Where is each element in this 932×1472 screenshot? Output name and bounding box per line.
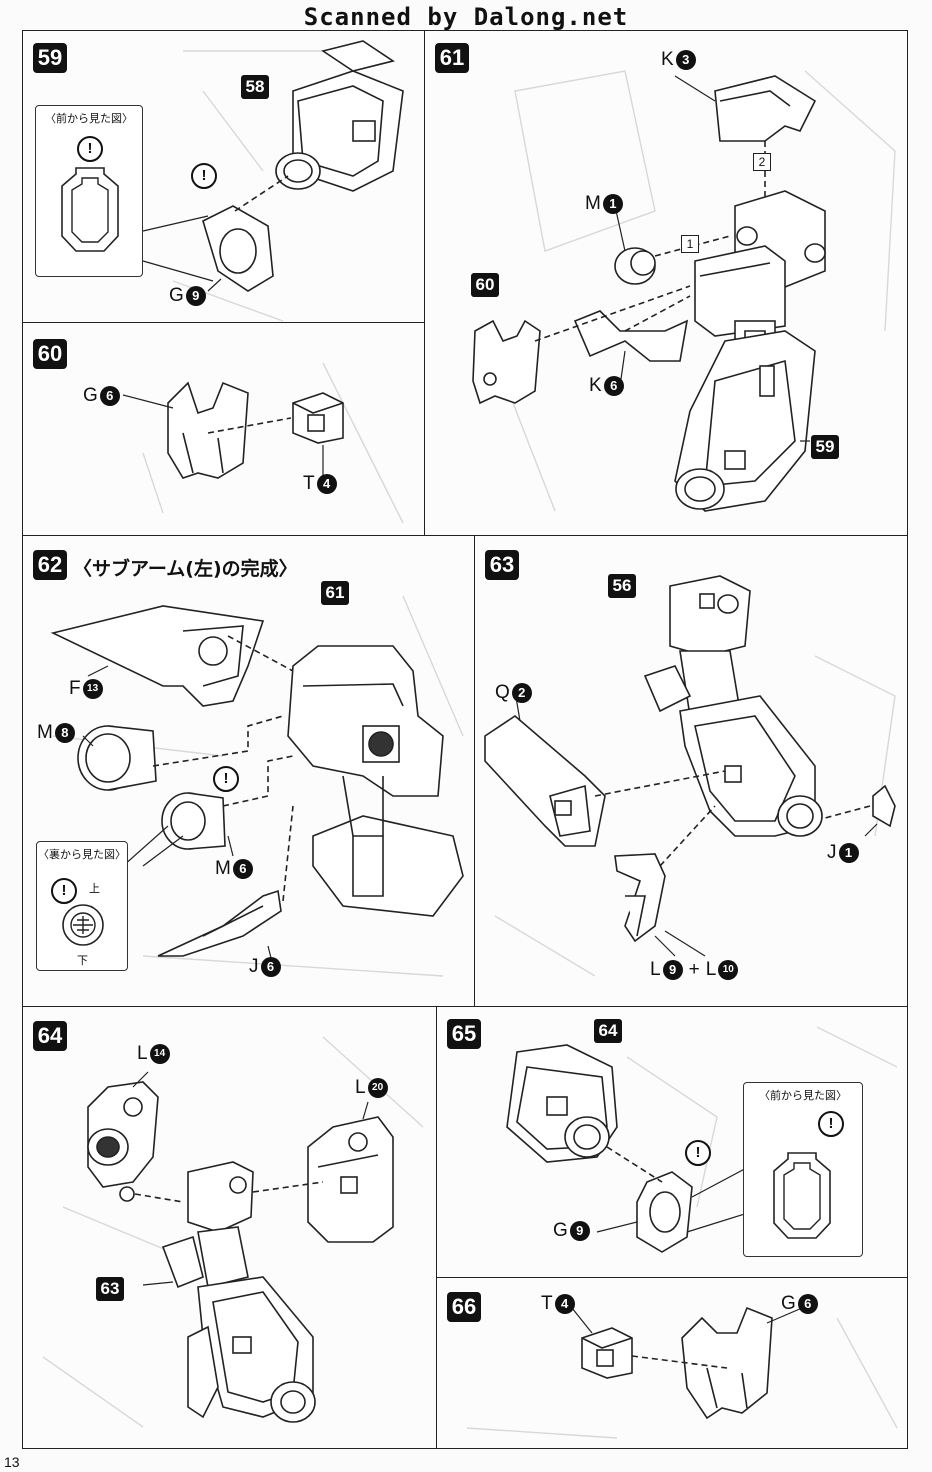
step-62-title: 〈サブアーム(左)の完成〉 — [73, 558, 298, 580]
step-number: 59 — [33, 43, 67, 73]
front-view-box: 〈前から見た図〉 ! — [743, 1082, 863, 1257]
step-number: 64 — [33, 1021, 67, 1051]
back-view-connector-icon — [62, 904, 104, 946]
front-view-ring-icon — [61, 167, 119, 252]
front-view-title: 〈前から見た図〉 — [759, 1089, 847, 1102]
warning-icon: ! — [191, 163, 217, 189]
order-marker-2: 2 — [753, 153, 771, 171]
step-62-illustration — [50, 595, 464, 977]
step-64-illustration — [42, 1036, 424, 1428]
warning-icon: ! — [77, 136, 103, 162]
front-view-title: 〈前から見た図〉 — [45, 112, 133, 125]
front-view-box: 〈前から見た図〉 ! — [35, 105, 143, 277]
warning-icon: ! — [685, 1140, 711, 1166]
ref-step-58: 58 — [241, 75, 269, 99]
step-60-illustration — [122, 362, 404, 524]
step-63-illustration — [484, 575, 896, 977]
warning-icon: ! — [213, 766, 239, 792]
order-marker-1: 1 — [681, 235, 699, 253]
back-view-bottom-label: 下 — [77, 954, 88, 967]
step-number: 60 — [33, 339, 67, 369]
step-number: 65 — [447, 1019, 481, 1049]
step-number: 66 — [447, 1292, 481, 1322]
scan-credit: Scanned by Dalong.net — [303, 3, 629, 31]
step-number: 62 — [33, 550, 67, 580]
ref-step-64: 64 — [594, 1019, 622, 1043]
page-number: 13 — [4, 1454, 20, 1470]
front-view-ring-icon — [773, 1152, 831, 1239]
step-number: 63 — [485, 550, 519, 580]
back-view-box: 〈裏から見た図〉 ! 上 下 — [36, 841, 128, 971]
ref-step-60: 60 — [471, 273, 499, 297]
warning-icon: ! — [51, 878, 77, 904]
ref-step-61: 61 — [321, 581, 349, 605]
step-65-illustration — [506, 1026, 898, 1253]
step-61-illustration — [472, 70, 896, 512]
step-59-illustration — [142, 40, 404, 322]
back-view-title: 〈裏から見た図〉 — [38, 848, 126, 861]
ref-step-59: 59 — [811, 435, 839, 459]
step-66-illustration — [466, 1306, 898, 1439]
ref-step-63: 63 — [96, 1277, 124, 1301]
ref-step-56: 56 — [608, 574, 636, 598]
warning-icon: ! — [818, 1111, 844, 1137]
step-number: 61 — [435, 43, 469, 73]
back-view-top-label: 上 — [89, 882, 100, 895]
